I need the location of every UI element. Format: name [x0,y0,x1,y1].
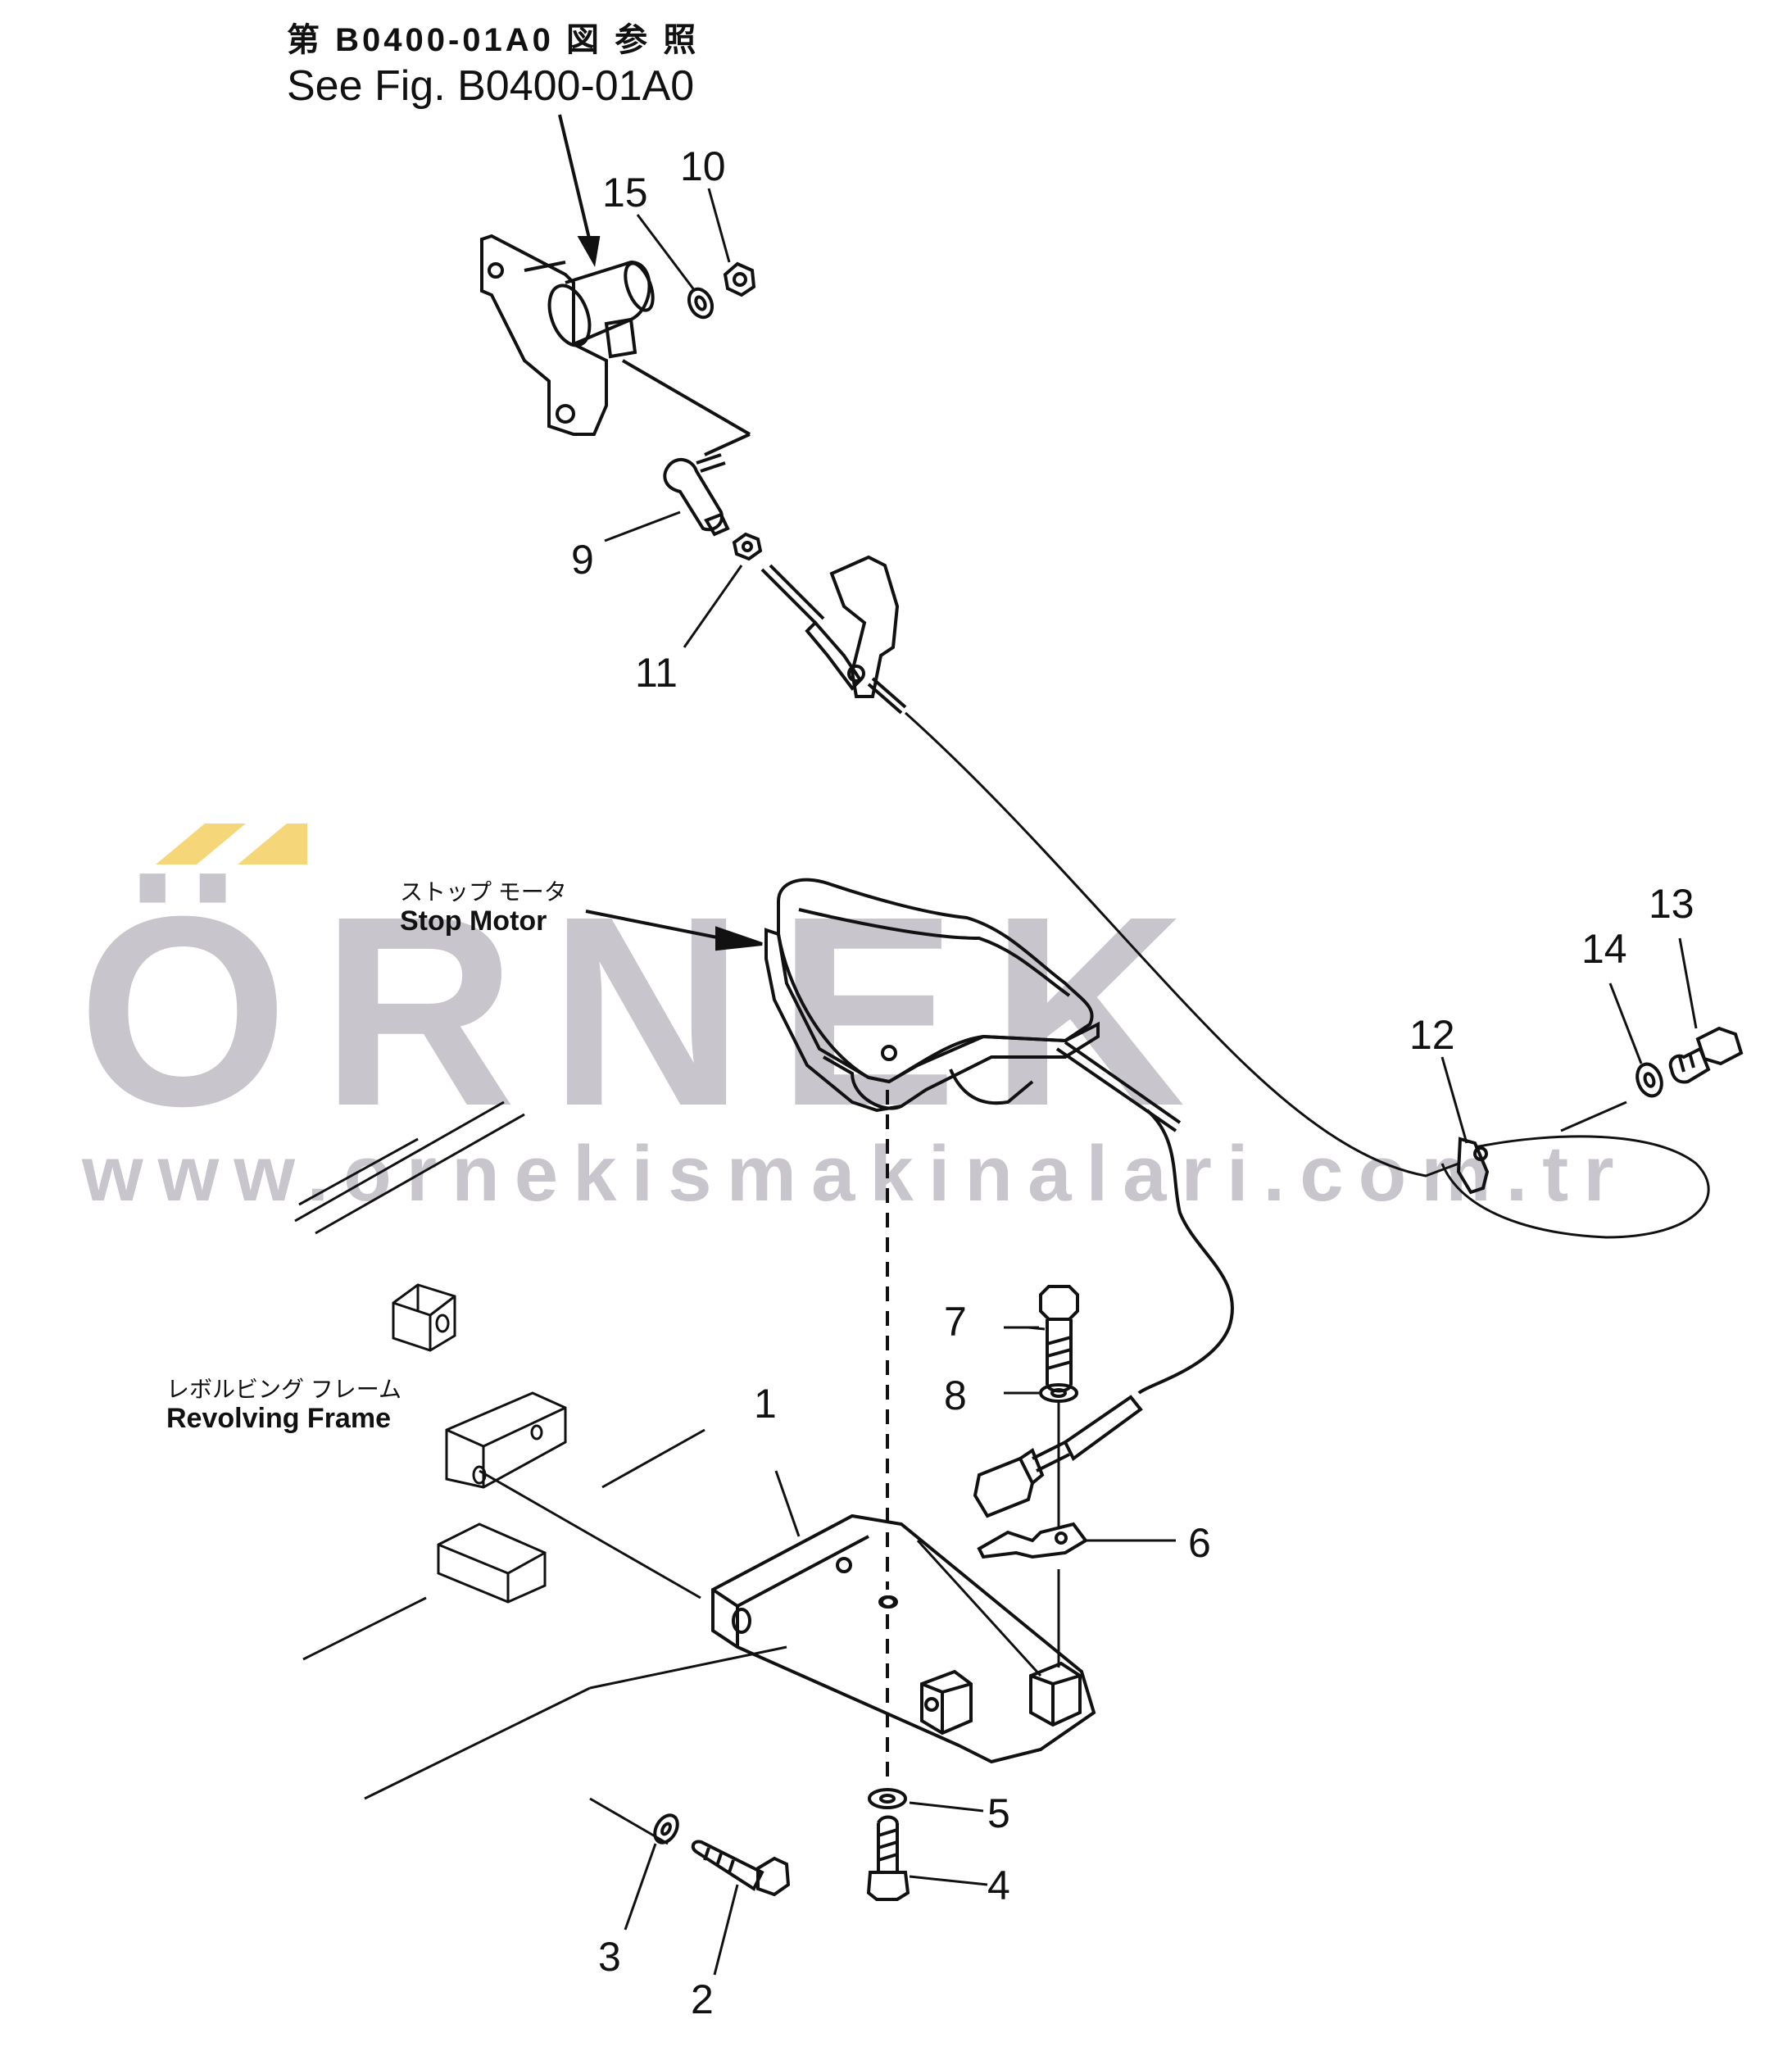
watermark-umlaut-left [156,824,246,864]
stop-motor-en: Stop Motor [400,905,547,937]
revolving-frame-jp: レボルビング フレーム [166,1377,401,1402]
bolt-13 [1668,1026,1744,1084]
part-label-3: 3 [598,1934,621,1980]
revolving-frame [294,1100,787,1845]
part-label-14: 14 [1581,926,1627,972]
stop-motor [764,878,1235,1395]
revolving-frame-en: Revolving Frame [166,1403,391,1434]
washer-3 [653,1813,679,1845]
reference-arrow [558,114,601,267]
leader-lines [604,188,1698,1976]
part-label-5: 5 [987,1790,1010,1836]
nut-block-right [1029,1661,1082,1727]
part-label-4: 4 [987,1863,1010,1908]
lever-assembly [480,234,751,456]
control-cable [904,711,1710,1239]
nut-block-left [920,1669,973,1736]
part-label-15: 15 [602,170,648,216]
watermark-brand: ÖRNEK [78,860,1218,1162]
washer-5 [868,1788,907,1809]
part-label-12: 12 [1409,1012,1455,1058]
cable-bracket [760,555,907,715]
bolt-4 [866,1815,910,1901]
bolt-7 [1039,1285,1079,1393]
nut-10 [723,261,756,297]
nut-11 [732,532,763,561]
part-label-2: 2 [691,1976,714,2022]
part-label-10: 10 [680,143,726,189]
watermark-umlaut-right [238,824,307,864]
part-label-1: 1 [754,1381,777,1427]
clamp-6 [977,1522,1088,1559]
part-label-11: 11 [635,650,678,696]
watermark-url: www.ornekismakinalari.com.tr [81,1130,1629,1218]
hole-mark [878,1595,896,1609]
part-label-6: 6 [1188,1520,1211,1566]
watermark: ÖRNEK www.ornekismakinalari.com.tr [78,824,1629,1218]
clamp-12 [1456,1137,1490,1195]
part-label-7: 7 [944,1299,967,1345]
bracket-leaders [479,1469,1042,1677]
stop-motor-jp: ストップ モータ [400,879,567,905]
part-label-13: 13 [1649,881,1694,927]
washer-8 [1039,1383,1078,1403]
bracket-1 [711,1513,1096,1764]
stop-motor-leader [585,910,763,951]
washer-14 [1635,1062,1663,1098]
bolt-2 [691,1840,791,1897]
reference-jp: 第 B0400-01A0 図 参 照 [287,22,699,58]
reference-en: See Fig. B0400-01A0 [287,62,694,110]
washer-15 [687,287,715,320]
part-label-8: 8 [944,1373,967,1418]
rod-end-9 [663,453,730,537]
part-label-9: 9 [571,537,594,583]
